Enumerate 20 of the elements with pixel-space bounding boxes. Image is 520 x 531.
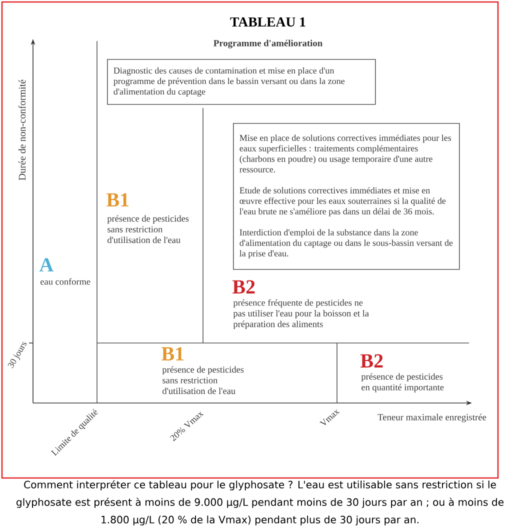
axis-title: Durée de non-conformité [18,80,26,180]
category-code: A [39,258,54,272]
category-description: présence de pesticides en quantité importante [361,373,444,392]
category-description: présence de pesticides sans restriction d'utilisation de l'eau [162,366,244,394]
category-description: eau conforme [40,278,90,285]
box-text: Interdiction d'emploi de la substance dans la zone d'alimentation du captage ou dans le sous-bassin versant de la prise d'eau. [240,229,453,258]
box-text: Diagnostic des causes de contamination et mise en place d'un programme de prévention dans le bassin versant ou dans la zone d'alimentation du captage [114,67,345,96]
category-code: B1 [106,193,128,206]
category-description: présence de pesticides sans restriction d'utilisation de l'eau [107,215,189,244]
box-text: Mise en place de solutions correctives immédiates pour les eaux superficielles : traitements complémentaires (charbons en poudre) ou usage temporaire d'une autre ressource. [240,134,452,172]
text-box [107,59,376,105]
category-code: B1 [162,347,184,360]
box-text: Etude de solutions correctives immédiates et mise en œuvre effective pour les eaux souterraines si la qualité de l'eau brute ne s'améliore pas dans un délai de 36 mois. [240,187,446,216]
caption-text: Comment interpréter ce tableau pour le glyphosate ? L'eau est utilisable sans restriction si le glyphosate est présent à moins de 9.000 µg/L pendant moins de 30 jours par an ; ou à moins de 1.800 µg/L (20 % de la Vmax) pendant plus de 30 jours par an. [16,480,504,526]
text-box [233,123,460,270]
section-heading: Programme d'amélioration [214,40,322,48]
title: TABLEAU 1 [230,17,306,27]
axis-title: Teneur maximale enregistrée [378,414,486,422]
category-code: B2 [360,354,383,368]
category-description: présence fréquente de pesticides ne pas utiliser l'eau pour la boisson et la préparation des aliments [233,299,369,330]
